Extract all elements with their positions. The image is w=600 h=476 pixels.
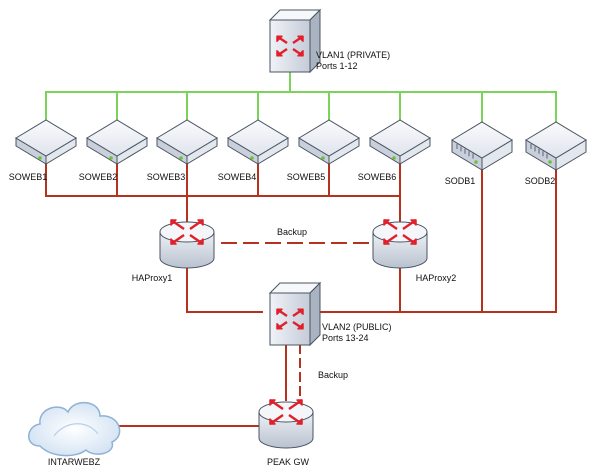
arrow-head — [197, 238, 204, 245]
vlan2-name-label: VLAN2 (PUBLIC) — [322, 322, 392, 332]
server-top — [156, 119, 218, 157]
arrow-head — [170, 219, 177, 226]
haproxy2-router — [372, 219, 428, 269]
vlan2-switch — [268, 281, 322, 347]
status-led — [474, 160, 478, 164]
router-top — [258, 401, 314, 423]
haproxy2-label: HAProxy2 — [415, 273, 457, 283]
arrow-head — [170, 238, 177, 245]
router-top — [159, 221, 215, 243]
vlan1-ports-label: Ports 1-12 — [316, 61, 358, 71]
arrow-head — [296, 418, 303, 425]
server-top — [451, 121, 513, 159]
cloud-swirl — [53, 423, 99, 437]
status-led — [109, 156, 113, 160]
arrow-head — [276, 35, 283, 42]
status-led — [179, 156, 183, 160]
arrow-head — [383, 219, 390, 226]
status-led — [38, 156, 42, 160]
cloud-shape — [28, 402, 121, 457]
gateway-backup-label: Backup — [318, 370, 349, 380]
soweb2-server — [86, 119, 148, 165]
vlan1-switch — [268, 8, 322, 74]
arrow-head — [276, 323, 283, 330]
soweb4-server — [227, 119, 289, 165]
sodb2-label: SODB2 — [524, 176, 556, 186]
arrow-head — [296, 399, 303, 406]
router-top — [372, 221, 428, 243]
soweb4-label: SOWEB4 — [217, 172, 257, 182]
server-top — [227, 119, 289, 157]
soweb5-label: SOWEB5 — [286, 172, 326, 182]
arrow-head — [276, 308, 283, 315]
switch-side — [309, 281, 321, 347]
status-led — [548, 160, 552, 164]
arrow-head — [197, 219, 204, 226]
haproxy1-router — [159, 219, 215, 269]
arrow-head — [383, 238, 390, 245]
vlan2-ports-label: Ports 13-24 — [322, 333, 369, 343]
switch-front — [269, 19, 311, 73]
soweb5-server — [298, 119, 360, 165]
soweb1-label: SOWEB1 — [8, 172, 48, 182]
sodb1-server — [451, 121, 513, 171]
sodb2-server — [525, 121, 587, 171]
soweb3-label: SOWEB3 — [146, 172, 186, 182]
arrow-head — [410, 219, 417, 226]
arrow-head — [269, 399, 276, 406]
links-layer — [45, 72, 557, 427]
switch-front — [269, 292, 311, 346]
soweb6-server — [369, 119, 431, 165]
arrow-head — [297, 35, 304, 42]
arrow-head — [410, 238, 417, 245]
devices-layer — [15, 8, 587, 457]
soweb2-label: SOWEB2 — [78, 172, 118, 182]
server-top — [369, 119, 431, 157]
haproxy1-label: HAProxy1 — [131, 273, 173, 283]
server-top — [86, 119, 148, 157]
sodb1-label: SODB1 — [444, 176, 476, 186]
arrow-head — [297, 50, 304, 57]
soweb6-label: SOWEB6 — [357, 172, 397, 182]
server-top — [15, 119, 77, 157]
soweb1-server — [15, 119, 77, 165]
arrow-head — [297, 323, 304, 330]
internet-cloud — [28, 402, 121, 457]
status-led — [250, 156, 254, 160]
haproxy-backup-label: Backup — [276, 227, 308, 237]
gateway-router — [258, 399, 314, 449]
arrow-head — [269, 418, 276, 425]
server-top — [525, 121, 587, 159]
soweb3-server — [156, 119, 218, 165]
arrow-head — [297, 308, 304, 315]
arrow-head — [276, 50, 283, 57]
status-led — [321, 156, 325, 160]
status-led — [392, 156, 396, 160]
internet-label: INTARWEBZ — [47, 457, 101, 467]
gateway-label: PEAK GW — [266, 457, 310, 467]
server-top — [298, 119, 360, 157]
vlan1-name-label: VLAN1 (PRIVATE) — [316, 50, 391, 60]
